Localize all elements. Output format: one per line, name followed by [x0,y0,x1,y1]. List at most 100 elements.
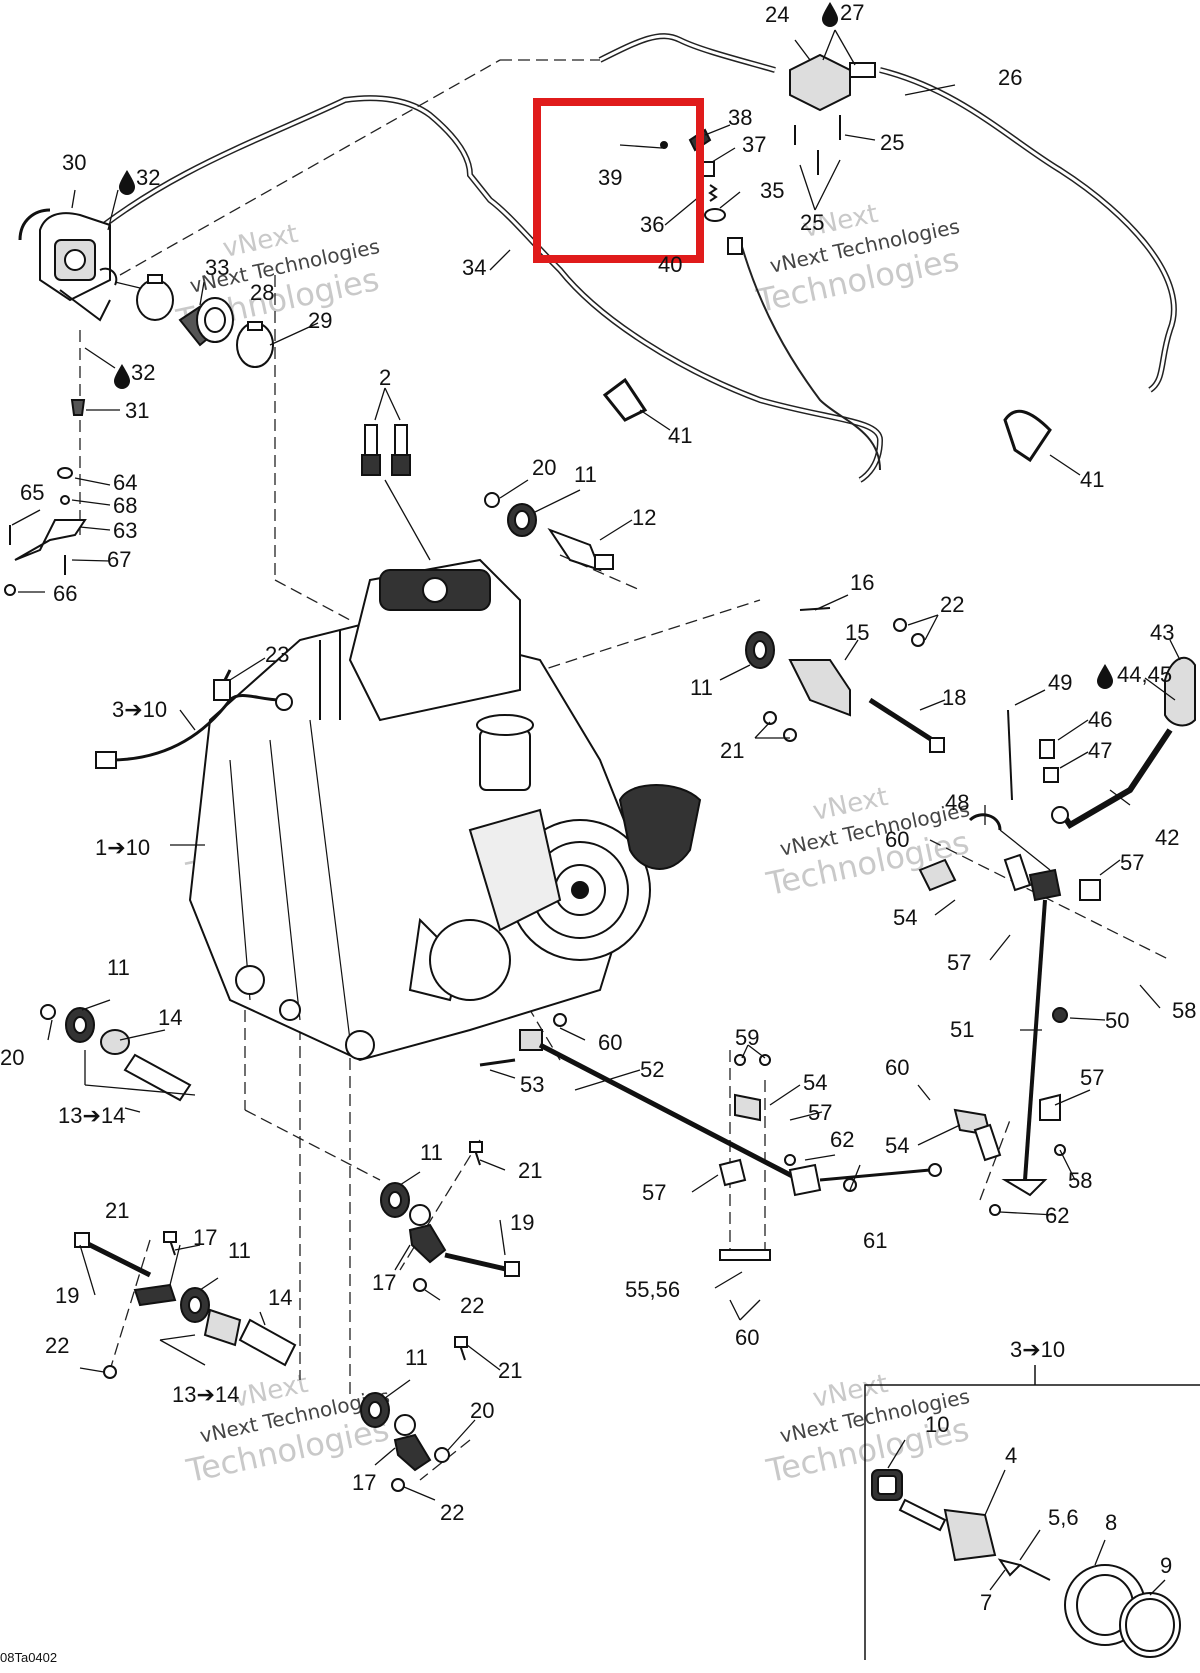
cable-guide-41 [602,377,1052,463]
callout-42: 42 [1155,825,1179,850]
callout-17: 17 [372,1270,396,1295]
callout-13: 13➔14 [172,1382,239,1407]
callout-27: 27 [840,0,864,25]
callout-61: 61 [863,1228,887,1253]
carburetor [18,208,118,322]
oil-drop-icons [114,2,1113,689]
lower-cable [739,239,881,471]
callout-18: 18 [942,685,966,710]
callout-32: 32 [131,360,155,385]
inset-parts [871,1469,1181,1658]
callout-59: 59 [735,1025,759,1050]
mount-bracket-15 [745,607,945,753]
callout-68: 68 [113,493,137,518]
callout-44: 44,45 [1117,662,1172,687]
callout-4: 4 [1005,1443,1017,1468]
callout-54: 54 [885,1133,909,1158]
callout-25: 25 [880,130,904,155]
callout-57: 57 [1080,1065,1104,1090]
callout-32: 32 [136,165,160,190]
oil-drop-icon [822,2,838,27]
callout-22: 22 [440,1500,464,1525]
callout-22: 22 [460,1293,484,1318]
callout-14: 14 [158,1005,182,1030]
callout-57: 57 [808,1100,832,1125]
engine-assembly [188,558,702,1062]
callout-11: 11 [107,955,130,980]
callout-21: 21 [105,1198,129,1223]
callout-53: 53 [520,1072,544,1097]
callout-11: 11 [405,1345,428,1370]
callout-57: 57 [642,1180,666,1205]
choke-lever [789,53,876,175]
inset-box [864,1365,1200,1660]
callout-15: 15 [845,620,869,645]
shift-linkage [479,853,1066,1261]
engine-harness [95,669,293,769]
callout-29: 29 [308,308,332,333]
callout-39: 39 [598,165,622,190]
callout-9: 9 [1160,1553,1172,1578]
callout-41: 41 [1080,467,1104,492]
callout-65: 65 [20,480,44,505]
callout-25: 25 [800,210,824,235]
callout-64: 64 [113,470,137,495]
callout-35: 35 [760,178,784,203]
callout-33: 33 [205,255,229,280]
callout-57: 57 [1120,850,1144,875]
callout-13: 13➔14 [58,1103,125,1128]
diagram-code: 08Ta0402 [0,1650,58,1665]
callout-5: 5,6 [1048,1505,1079,1530]
intake-clamp-29 [236,321,274,368]
callout-66: 66 [53,581,77,606]
callout-22: 22 [45,1333,69,1358]
callout-47: 47 [1088,738,1112,763]
choke-cable [598,33,1177,393]
callout-60: 60 [885,1055,909,1080]
callout-60: 60 [598,1030,622,1055]
throttle-cable-inner [84,96,882,482]
callout-7: 7 [980,1590,992,1615]
callout-31: 31 [125,398,149,423]
dashed-leaders [79,59,1171,1481]
oil-drop-icon [1097,664,1113,689]
callout-30: 30 [62,150,86,175]
callout-58: 58 [1068,1168,1092,1193]
callout-50: 50 [1105,1008,1129,1033]
callout-21: 21 [498,1358,522,1383]
callout-8: 8 [1105,1510,1117,1535]
callout-38: 38 [728,105,752,130]
callout-21: 21 [720,738,744,763]
callout-28: 28 [250,280,274,305]
choke-cable-inner [599,34,1176,392]
callout-34: 34 [462,255,486,280]
engine-mounts-left [40,1004,520,1492]
oil-drop-icon [119,170,135,195]
callout-54: 54 [803,1070,827,1095]
spark-plugs [361,424,411,476]
callout-49: 49 [1048,670,1072,695]
callout-51: 51 [950,1017,974,1042]
callout-11: 11 [574,462,597,487]
left-bracket-parts [4,399,87,596]
callout-37: 37 [742,132,766,157]
callout-54: 54 [893,905,917,930]
callout-55: 55,56 [625,1277,680,1302]
callout-10: 10 [925,1412,949,1437]
callout-48: 48 [945,790,969,815]
callout-14: 14 [268,1285,292,1310]
callout-19: 19 [55,1283,79,1308]
callout-11: 11 [228,1238,251,1263]
callout-36: 36 [640,212,664,237]
callout-22: 22 [940,592,964,617]
leader-lines [11,29,1181,1596]
callout-62: 62 [1045,1203,1069,1228]
callout-11: 11 [420,1140,443,1165]
mount-parts-upper [484,492,614,572]
oil-drop-icon [114,364,130,389]
shift-lever [968,656,1196,1197]
callout-labels: 1➔10 2 3➔10 3➔10 4 5,6 7 8 9 10 11 11 11… [0,0,1196,1615]
callout-52: 52 [640,1057,664,1082]
callout-20: 20 [0,1045,24,1070]
